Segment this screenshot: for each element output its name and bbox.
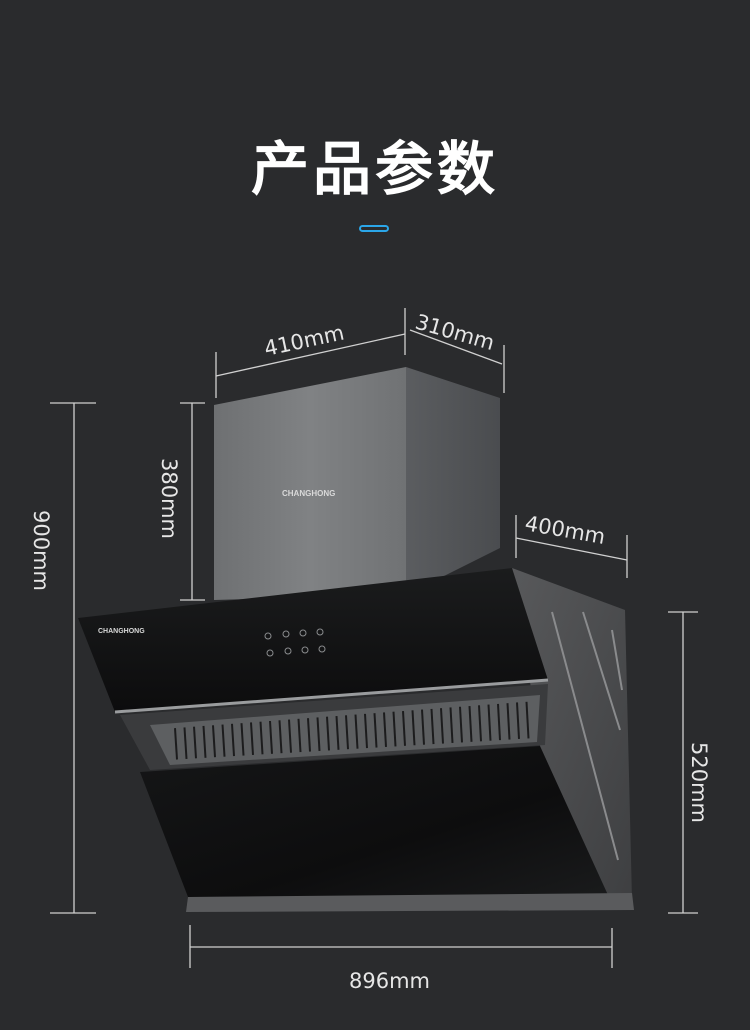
dim-label-total-height: 900mm [29,510,53,591]
filter-grille [120,684,548,770]
chimney-brand-logo: CHANGHONG [282,489,335,498]
dim-label-total-width: 896mm [349,969,430,993]
dim-label-body-height: 520mm [687,742,711,823]
dim-label-body-depth: 400mm [523,511,607,549]
touch-control-panel [264,628,326,657]
dimension-lines [50,308,698,968]
dim-label-chimney-width: 410mm [262,321,346,361]
top-glass-panel: CHANGHONG [78,568,549,714]
chimney: CHANGHONG [214,367,500,600]
bottom-glass-panel [140,746,634,912]
title-accent-bar [359,225,389,232]
dim-label-chimney-height: 380mm [157,458,181,539]
panel-brand-logo: CHANGHONG [98,628,145,635]
dim-label-chimney-depth: 310mm [413,310,497,355]
page-title: 产品参数 [250,135,499,203]
